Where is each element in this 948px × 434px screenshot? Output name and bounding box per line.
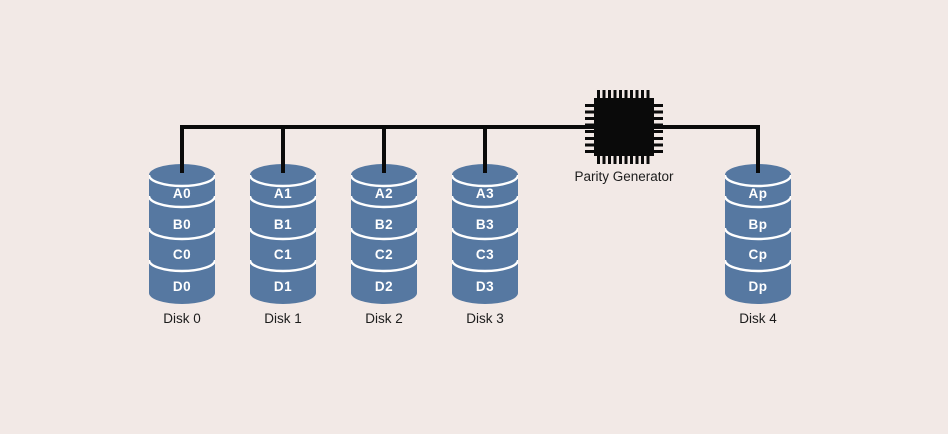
chip-icon (594, 98, 654, 156)
bus-connector-disk-3 (483, 127, 487, 173)
chip-icon (597, 155, 651, 164)
disk-cylinder-icon: Ap Bp Cp Dp (725, 164, 791, 304)
chip-icon (597, 90, 651, 99)
disk-caption: Disk 0 (163, 311, 201, 326)
block-label: B1 (274, 217, 292, 232)
block-label: D1 (274, 279, 292, 294)
disk-caption: Disk 2 (365, 311, 403, 326)
block-label: Bp (749, 217, 768, 232)
block-label: B3 (476, 217, 494, 232)
disk-stack-3: A3 B3 C3 D3 Disk 3 (452, 164, 518, 326)
block-label: B0 (173, 217, 191, 232)
bus-connector-disk-2 (382, 127, 386, 173)
bus-connector-disk-0 (180, 127, 184, 173)
block-label: D0 (173, 279, 191, 294)
block-label: A2 (375, 186, 393, 201)
bus-connector-disk-1 (281, 127, 285, 173)
disk-caption: Disk 3 (466, 311, 504, 326)
disk-stack-4: Ap Bp Cp Dp Disk 4 (725, 164, 791, 326)
disk-cylinder-icon: A1 B1 C1 D1 (250, 164, 316, 304)
block-label: C3 (476, 247, 494, 262)
block-label: C1 (274, 247, 292, 262)
block-label: A3 (476, 186, 494, 201)
disk-cylinder-icon: A0 B0 C0 D0 (149, 164, 215, 304)
block-label: Ap (749, 186, 768, 201)
chip-icon (585, 101, 594, 153)
block-label: Cp (749, 247, 768, 262)
disk-cylinder-icon: A3 B3 C3 D3 (452, 164, 518, 304)
block-label: C0 (173, 247, 191, 262)
block-label: D2 (375, 279, 393, 294)
block-label: D3 (476, 279, 494, 294)
parity-generator-label: Parity Generator (574, 169, 674, 184)
block-label: C2 (375, 247, 393, 262)
disk-stack-2: A2 B2 C2 D2 Disk 2 (351, 164, 417, 326)
disk-cylinder-icon: A2 B2 C2 D2 (351, 164, 417, 304)
disk-caption: Disk 4 (739, 311, 777, 326)
disk-stack-0: A0 B0 C0 D0 Disk 0 (149, 164, 215, 326)
block-label: Dp (749, 279, 768, 294)
block-label: B2 (375, 217, 393, 232)
disk-stack-1: A1 B1 C1 D1 Disk 1 (250, 164, 316, 326)
block-label: A1 (274, 186, 292, 201)
bus-line-horizontal (180, 125, 760, 129)
chip-icon (654, 101, 663, 153)
bus-connector-disk-4 (756, 127, 760, 173)
block-label: A0 (173, 186, 191, 201)
disk-caption: Disk 1 (264, 311, 302, 326)
